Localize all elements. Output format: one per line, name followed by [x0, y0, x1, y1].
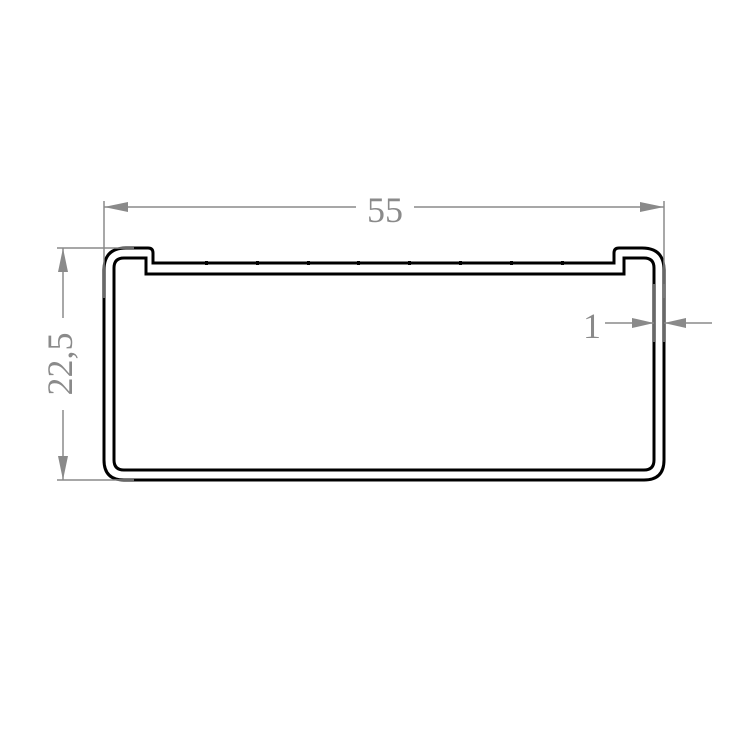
arrow-right — [640, 202, 664, 212]
dimension-width — [103, 201, 665, 298]
arrow-left — [104, 202, 128, 212]
dimension-height-label: 22,5 — [40, 333, 80, 396]
arrow-top — [58, 248, 68, 272]
dimension-thickness-label: 1 — [583, 306, 601, 346]
thickness-arrow-left — [632, 318, 654, 328]
rib — [205, 261, 208, 265]
rib — [408, 261, 411, 265]
profile-inner-contour — [112, 256, 656, 472]
rib — [357, 261, 360, 265]
rib — [561, 261, 564, 265]
dimension-thickness — [605, 284, 712, 342]
rib — [459, 261, 462, 265]
dimension-width-label: 55 — [367, 190, 403, 230]
profile-ribs — [205, 261, 564, 265]
thickness-arrow-right — [664, 318, 686, 328]
rib — [256, 261, 259, 265]
rib — [510, 261, 513, 265]
profile-outer-contour — [102, 246, 666, 482]
rib — [307, 261, 310, 265]
dimension-height — [57, 247, 134, 481]
arrow-bottom — [58, 456, 68, 480]
